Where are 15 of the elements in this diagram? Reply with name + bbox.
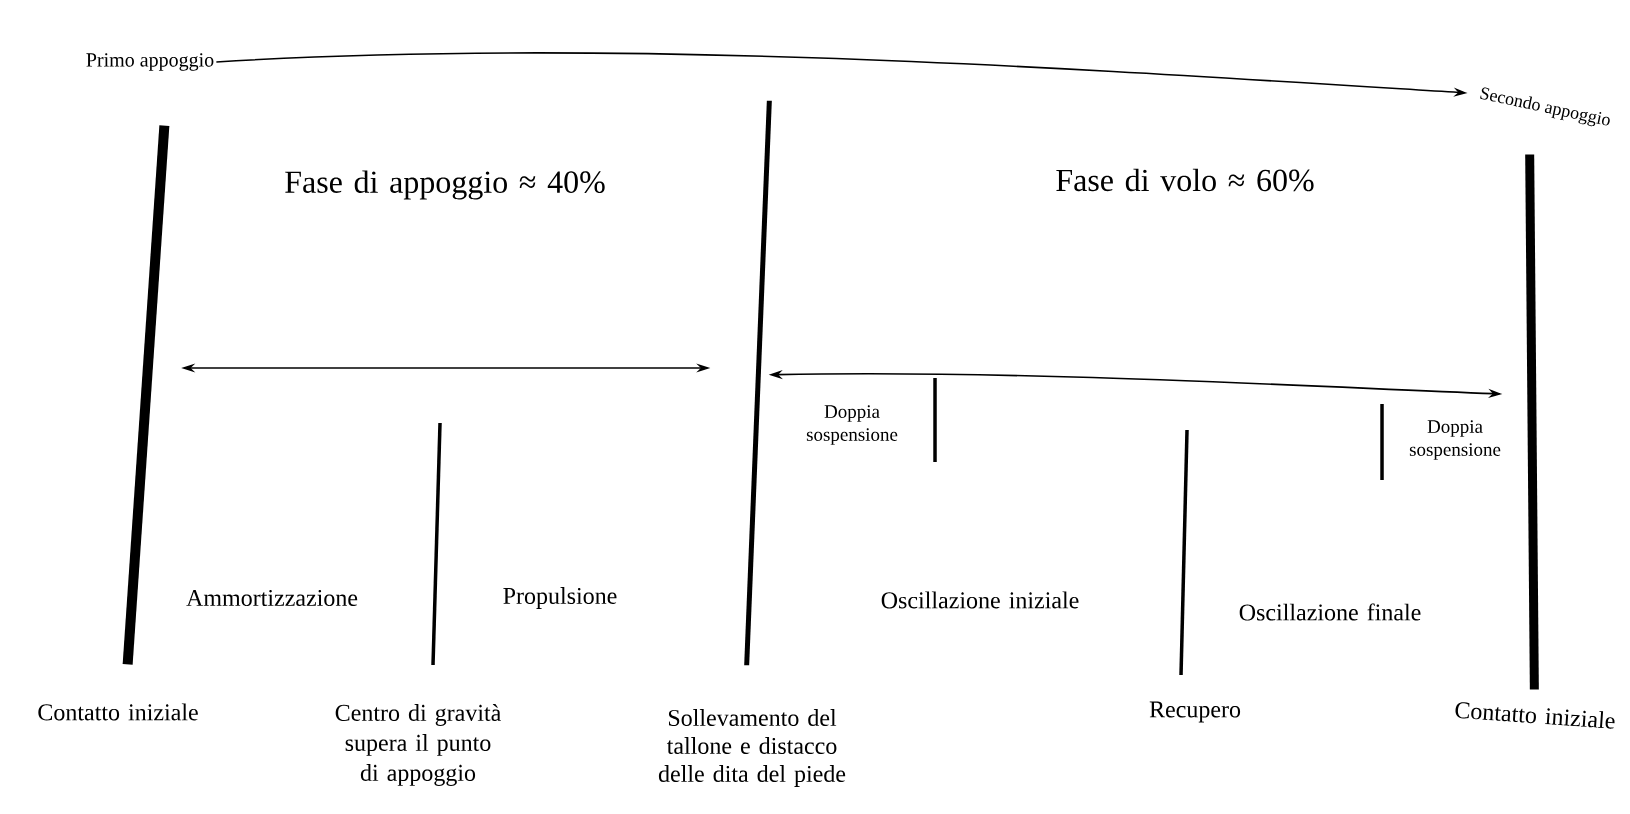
vertical-bar: [1525, 154, 1539, 690]
caption-text: Contatto iniziale: [1455, 702, 1615, 729]
vertical-bar: [122, 125, 170, 665]
node-text: Primo appoggio: [86, 53, 214, 71]
label-text: Fase di volo ≈ 60%: [1056, 168, 1314, 192]
label-text: Propulsione: [503, 587, 617, 609]
label-text: Oscillazione iniziale: [881, 591, 1079, 609]
caption-text: Contatto iniziale: [38, 703, 198, 721]
label-text: Fase di appoggio ≈ 40%: [285, 170, 605, 200]
node-text: Secondo appoggio: [1480, 87, 1610, 127]
label-text: Oscillazione finale: [1239, 603, 1421, 621]
label-text: Centro di gravità supera il punto di appoggio: [335, 704, 501, 786]
vertical-bar: [744, 100, 772, 666]
caption-text: Sollevamento del tallone e distacco delle dita del piede: [658, 709, 846, 787]
label-text: Recupero: [1149, 701, 1241, 723]
